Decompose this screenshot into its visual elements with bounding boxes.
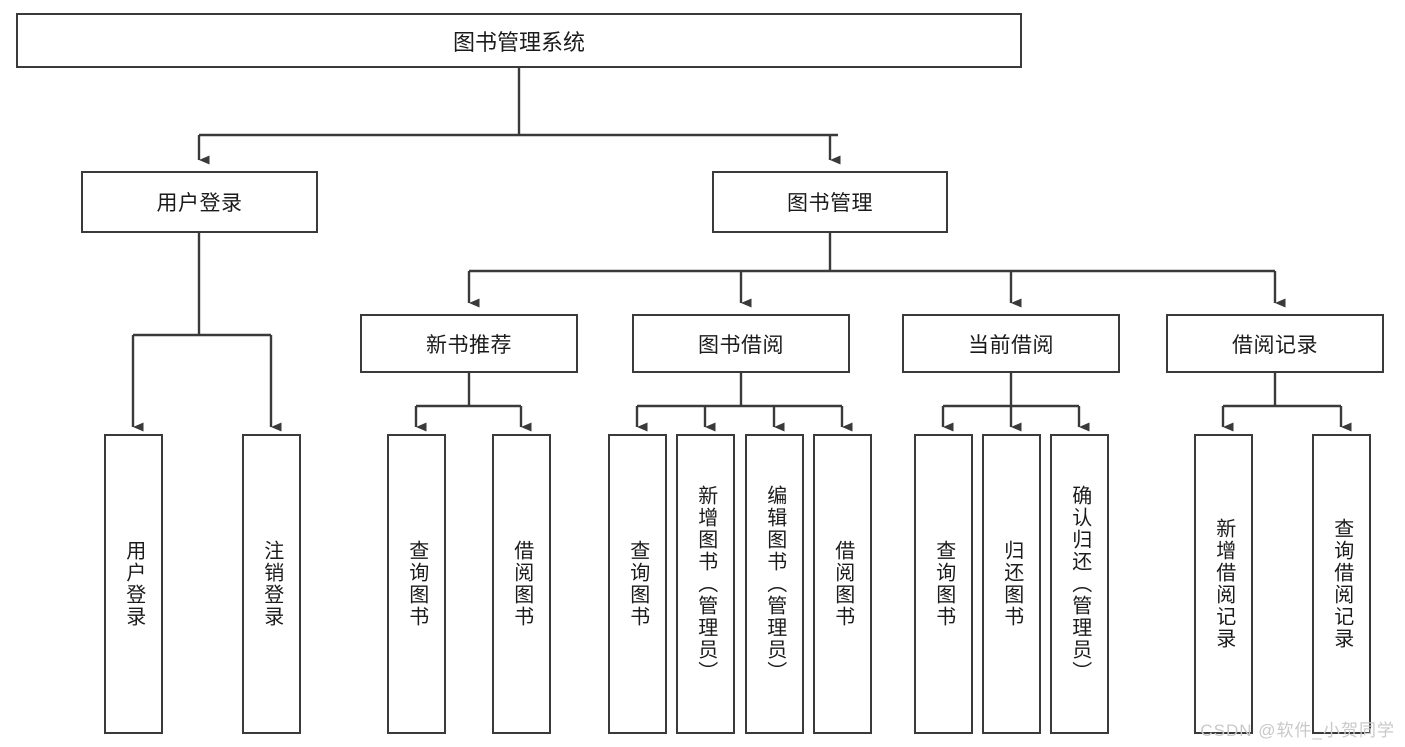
node-borrow-record[interactable]: 借阅记录 bbox=[1166, 314, 1384, 373]
node-label: 图书借阅 bbox=[698, 333, 784, 357]
node-label: 图书管理系统 bbox=[452, 29, 585, 55]
node-book-borrow[interactable]: 图书借阅 bbox=[632, 314, 850, 373]
node-label: 查询图书 bbox=[626, 540, 649, 628]
node-label: 用户登录 bbox=[156, 192, 243, 215]
node-label: 借阅记录 bbox=[1232, 333, 1318, 357]
node-label: 注销登录 bbox=[260, 540, 283, 628]
node-leaf-borrow-add-book[interactable]: 新增图书（管理员） bbox=[676, 434, 735, 734]
node-leaf-recommend-query-book[interactable]: 查询图书 bbox=[387, 434, 446, 734]
node-label: 确认归还（管理员） bbox=[1068, 485, 1091, 683]
node-user-login[interactable]: 用户登录 bbox=[81, 171, 318, 233]
node-label: 查询图书 bbox=[405, 540, 428, 628]
node-label: 查询图书 bbox=[932, 540, 955, 628]
node-label: 新增借阅记录 bbox=[1212, 518, 1235, 650]
node-current-borrow[interactable]: 当前借阅 bbox=[902, 314, 1120, 373]
node-label: 借阅图书 bbox=[510, 540, 533, 628]
node-leaf-borrow-query-book[interactable]: 查询图书 bbox=[608, 434, 667, 734]
node-system-root[interactable]: 图书管理系统 bbox=[16, 13, 1022, 68]
node-label: 查询借阅记录 bbox=[1330, 518, 1353, 650]
node-label: 当前借阅 bbox=[968, 333, 1054, 357]
watermark: CSDN @软件_小贺同学 bbox=[1200, 721, 1395, 740]
node-label: 用户登录 bbox=[122, 540, 145, 628]
node-leaf-current-return-book[interactable]: 归还图书 bbox=[982, 434, 1041, 734]
node-leaf-record-query[interactable]: 查询借阅记录 bbox=[1312, 434, 1371, 734]
node-leaf-record-add[interactable]: 新增借阅记录 bbox=[1194, 434, 1253, 734]
node-label: 归还图书 bbox=[1000, 540, 1023, 628]
node-label: 编辑图书（管理员） bbox=[763, 485, 786, 683]
node-leaf-user-login[interactable]: 用户登录 bbox=[104, 434, 163, 734]
node-leaf-borrow-edit-book[interactable]: 编辑图书（管理员） bbox=[745, 434, 804, 734]
node-new-book-recommend[interactable]: 新书推荐 bbox=[360, 314, 578, 373]
node-book-manage[interactable]: 图书管理 bbox=[712, 171, 948, 233]
node-leaf-user-logout[interactable]: 注销登录 bbox=[242, 434, 301, 734]
node-label: 新书推荐 bbox=[426, 333, 512, 357]
node-leaf-current-query-book[interactable]: 查询图书 bbox=[914, 434, 973, 734]
node-leaf-recommend-borrow-book[interactable]: 借阅图书 bbox=[492, 434, 551, 734]
node-leaf-current-confirm-return[interactable]: 确认归还（管理员） bbox=[1050, 434, 1109, 734]
node-label: 图书管理 bbox=[787, 192, 873, 215]
node-leaf-borrow-borrow-book[interactable]: 借阅图书 bbox=[813, 434, 872, 734]
node-label: 借阅图书 bbox=[831, 540, 854, 628]
node-label: 新增图书（管理员） bbox=[694, 485, 717, 683]
